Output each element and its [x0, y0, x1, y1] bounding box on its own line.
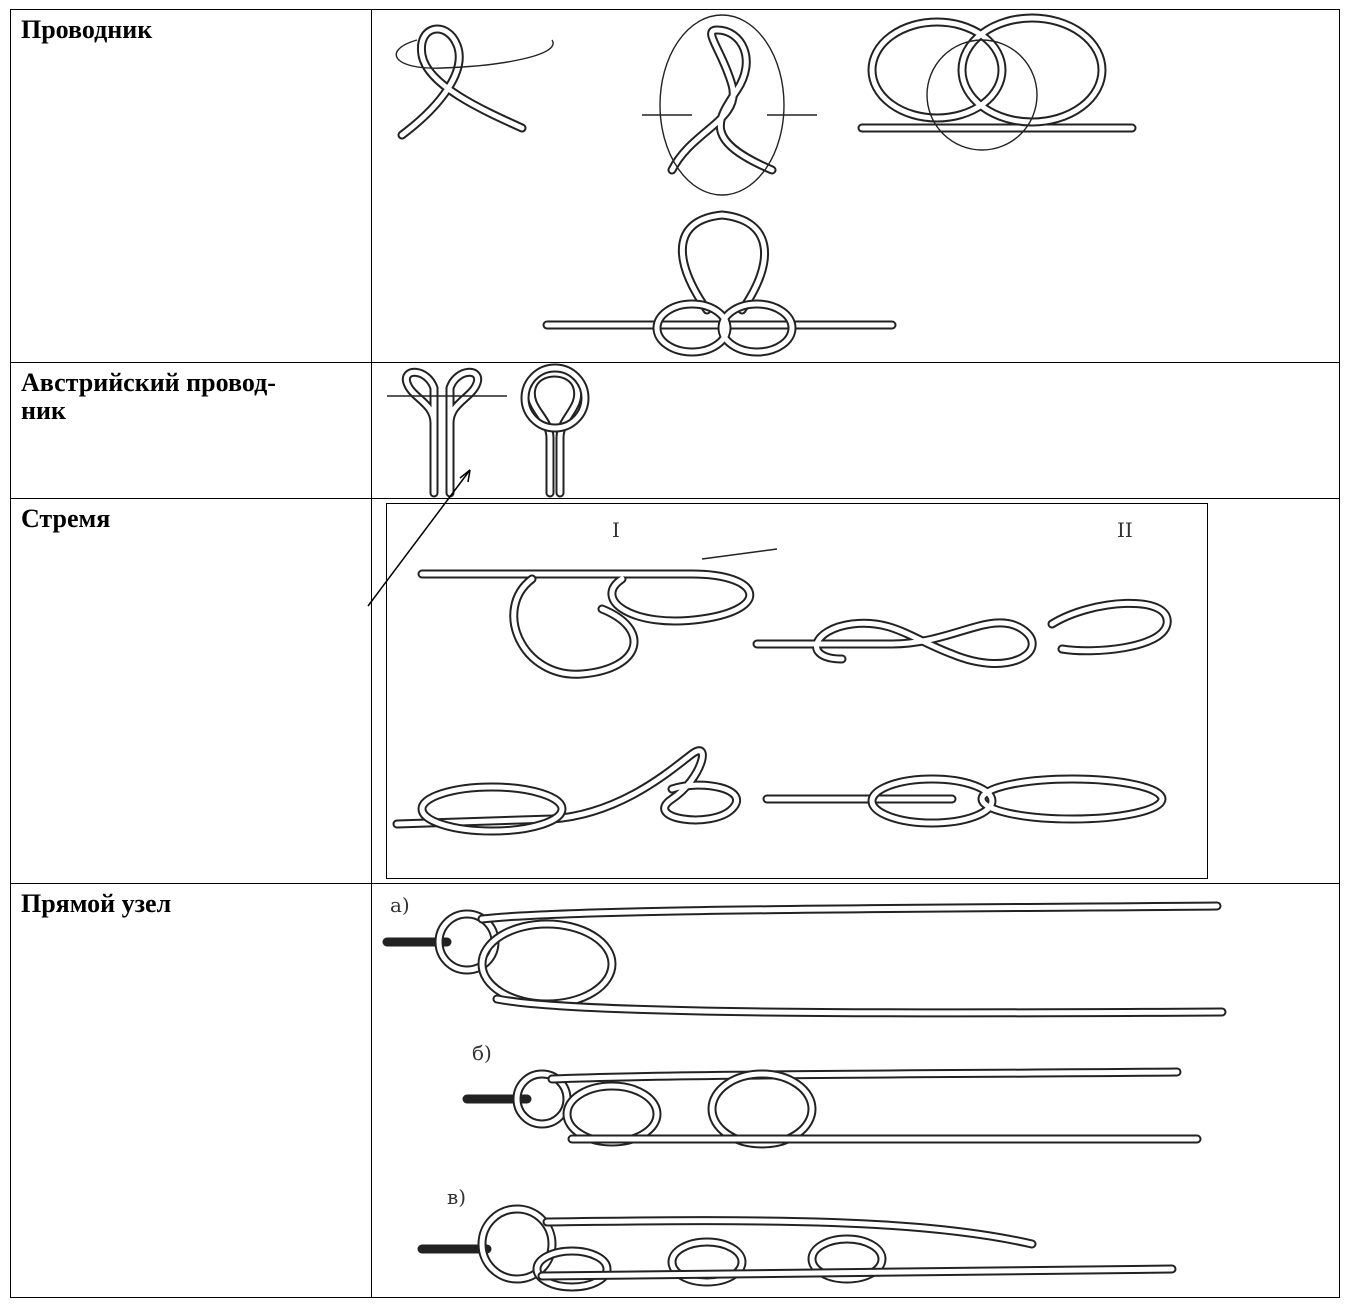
knot-name-line: ник — [21, 396, 66, 425]
table-row: Прямой узел а) б) в) — [11, 884, 1340, 1298]
figure-label: а) — [390, 893, 410, 917]
straight-knot-illustration: а) б) в) — [372, 884, 1338, 1298]
knot-name-cell: Австрийский провод-ник — [11, 363, 372, 499]
knot-name-line: Австрийский провод- — [21, 368, 276, 397]
knot-name: Австрийский провод-ник — [11, 363, 371, 425]
knot-name-cell: Стремя — [11, 499, 372, 884]
knot-name: Проводник — [11, 10, 371, 44]
knot-illustration-cell — [372, 10, 1340, 363]
figure-label: I — [612, 518, 620, 542]
table-row: Австрийский провод-ник — [11, 363, 1340, 499]
austrian-conductor-knot-illustration — [372, 363, 1338, 499]
table-row: Стремя I II — [11, 499, 1340, 884]
knot-illustration-cell: а) б) в) — [372, 884, 1340, 1298]
knot-illustration-cell: I II — [372, 499, 1340, 884]
figure-label: б) — [472, 1041, 492, 1065]
knots-table: Проводник — [10, 9, 1340, 1298]
knot-name-cell: Прямой узел — [11, 884, 372, 1298]
knot-illustration-cell — [372, 363, 1340, 499]
knot-name: Прямой узел — [11, 884, 371, 918]
table-row: Проводник — [11, 10, 1340, 363]
figure-label: в) — [447, 1185, 466, 1209]
conductor-knot-illustration — [372, 10, 1338, 363]
knot-name-cell: Проводник — [11, 10, 372, 363]
knot-name: Стремя — [11, 499, 371, 533]
figure-label: II — [1117, 518, 1133, 542]
stirrup-knot-illustration: I II — [372, 499, 1338, 884]
